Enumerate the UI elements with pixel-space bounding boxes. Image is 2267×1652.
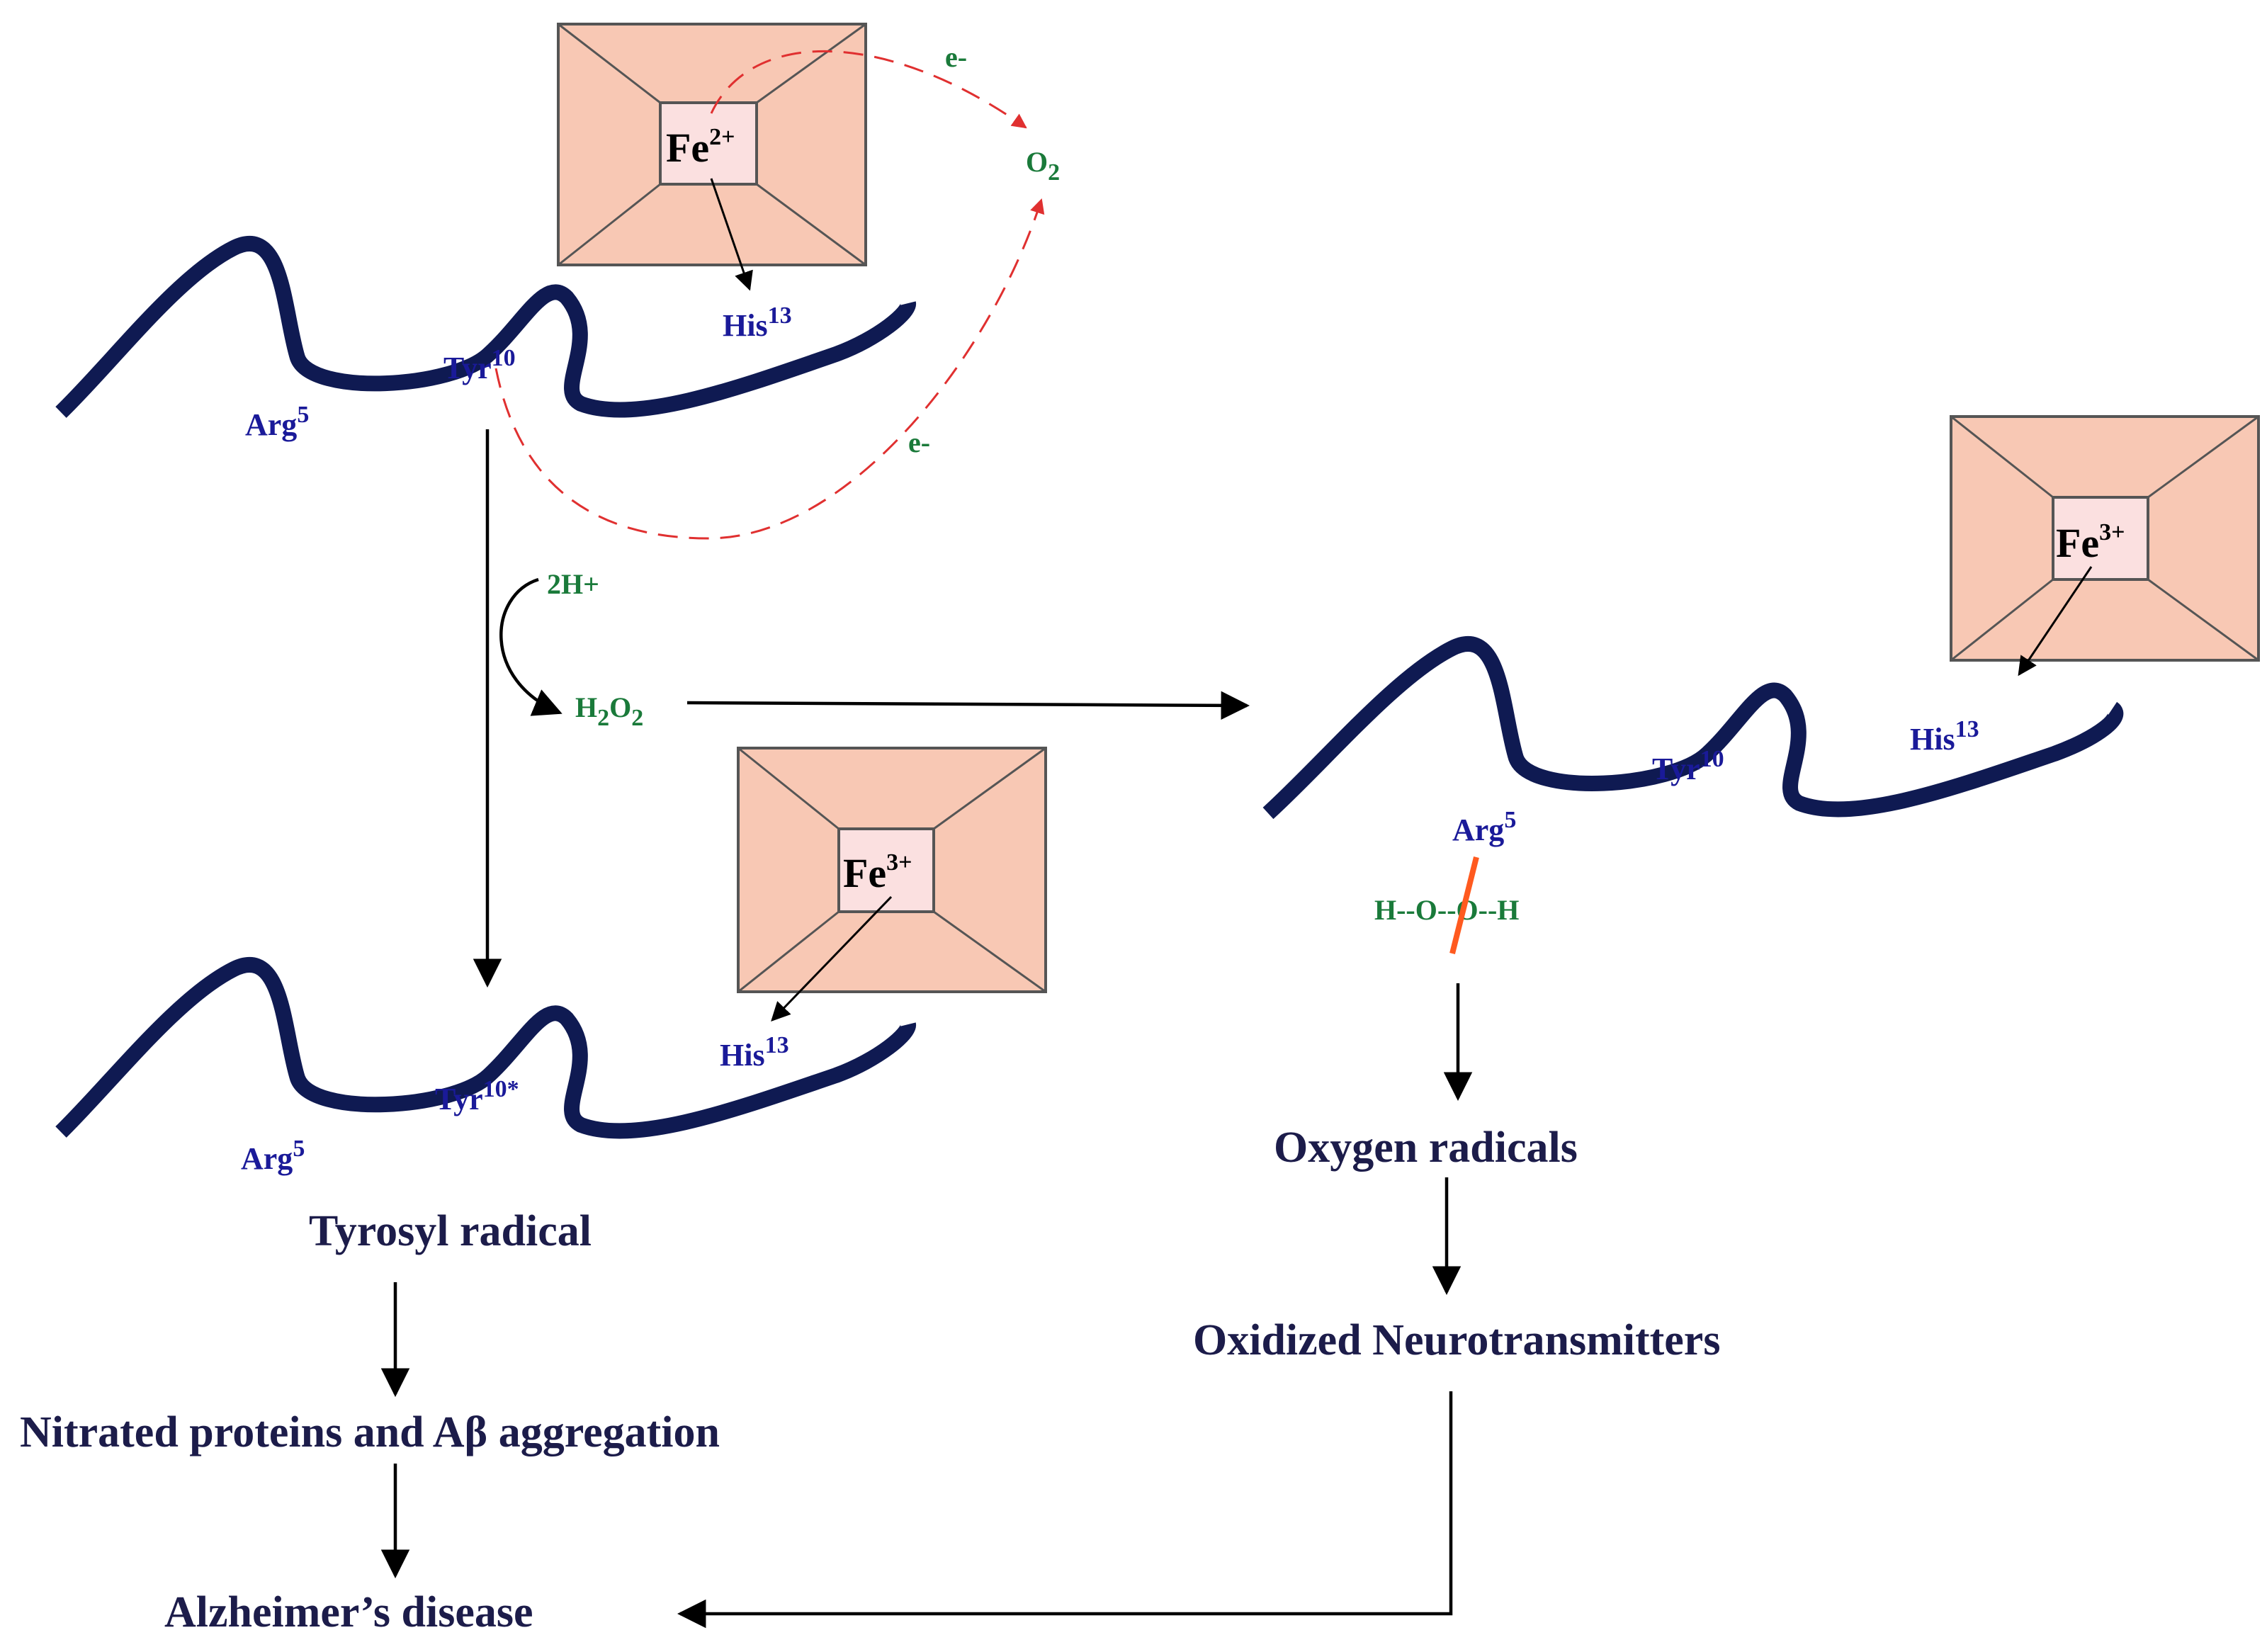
nitrated-proteins-label: Nitrated proteins and Aβ aggregation bbox=[20, 1408, 720, 1456]
arrow-to-alzheimers-right bbox=[677, 1391, 1453, 1629]
fe3-label-right: Fe3+ bbox=[2056, 519, 2125, 566]
abeta-chain-right bbox=[1262, 636, 2124, 820]
his13-label-top: His13 bbox=[723, 302, 792, 343]
proton-curved-arrow bbox=[499, 577, 562, 716]
abeta-chain-bottom bbox=[55, 957, 916, 1139]
electron-path-tyr bbox=[494, 198, 1045, 540]
tyr10-label-top: Tyr10 bbox=[443, 345, 516, 385]
alzheimers-label: Alzheimer’s disease bbox=[164, 1588, 533, 1636]
oxygen-radicals-label: Oxygen radicals bbox=[1274, 1124, 1578, 1172]
oxidized-neurotransmitters-label: Oxidized Neurotransmitters bbox=[1193, 1316, 1720, 1364]
bond-cleavage-mark bbox=[1449, 856, 1479, 954]
fe-his-arrow-middle bbox=[771, 895, 893, 1022]
fe3-label-middle: Fe3+ bbox=[843, 849, 912, 896]
fe-his-arrow-top bbox=[710, 178, 753, 291]
protons-label: 2H+ bbox=[547, 568, 599, 600]
his13-label-bottom: His13 bbox=[720, 1032, 789, 1073]
fe2-complex-top: Fe2+ bbox=[557, 23, 867, 266]
fe3-complex-middle: Fe3+ bbox=[737, 747, 1047, 993]
h2o2-label: H2O2 bbox=[575, 691, 643, 731]
fe3-complex-right: Fe3+ bbox=[1950, 415, 2260, 662]
tyr10-label-right: Tyr10 bbox=[1652, 746, 1724, 786]
arg5-label-bottom: Arg5 bbox=[241, 1136, 305, 1176]
oxygen-label: O2 bbox=[1026, 146, 1060, 186]
abeta-chain-top bbox=[55, 236, 916, 418]
arg5-label-top: Arg5 bbox=[245, 402, 309, 442]
arg5-label-right: Arg5 bbox=[1452, 807, 1516, 847]
tyr10-radical-label: Tyr10* bbox=[435, 1076, 519, 1116]
peroxide-bond-label: H--O--O--H bbox=[1374, 894, 1519, 926]
electron-path-fe bbox=[710, 50, 1027, 129]
fe2-label: Fe2+ bbox=[666, 124, 735, 171]
tyrosyl-radical-label: Tyrosyl radical bbox=[309, 1207, 592, 1255]
his13-label-right: His13 bbox=[1910, 716, 1979, 757]
fe-his-arrow-right bbox=[2018, 566, 2093, 677]
electron-label-top: e- bbox=[945, 41, 967, 73]
h2o2-to-fe3-arrow bbox=[686, 691, 1250, 720]
electron-label-bottom: e- bbox=[908, 426, 930, 458]
